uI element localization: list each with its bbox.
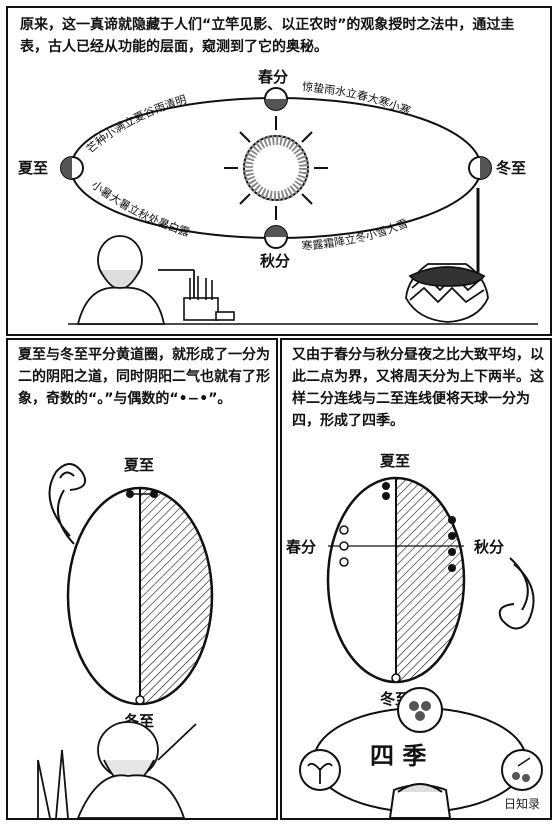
label-summer: 夏至 bbox=[17, 159, 48, 177]
watermark: 日知录 bbox=[503, 797, 540, 811]
sage-sitting-icon bbox=[37, 721, 197, 819]
tube-set-icon bbox=[183, 276, 235, 321]
terms-upper-left: 芒种小满立夏谷雨清明 bbox=[84, 93, 188, 156]
terms-lower-right: 寒露霜降立冬小雪大雪 bbox=[301, 217, 410, 253]
solstice-diagram: 夏至 冬至 bbox=[37, 456, 214, 819]
cloud-swirl-icon bbox=[498, 557, 535, 630]
sage-figure-icon bbox=[76, 235, 195, 325]
cloud-swirl-icon bbox=[48, 463, 86, 545]
four-seasons-title: 四 季 bbox=[370, 742, 426, 770]
sun-rays-icon bbox=[224, 116, 328, 220]
top-panel: 原来，这一真谛就隐藏于人们“立竿见影、以正农时”的观象授时之法中，通过圭表，古人… bbox=[6, 6, 552, 336]
right-label-spring: 春分 bbox=[286, 538, 316, 556]
right-panel: 又由于春分与秋分昼夜之比大致平均，以此二点为界，又将周天分为上下两半。这样二分连… bbox=[280, 338, 552, 820]
sun-dots-icon bbox=[243, 135, 309, 201]
equinox-diagram: 夏至 春分 秋分 冬至 四 季 bbox=[286, 452, 543, 819]
pottery-vase-icon bbox=[405, 263, 489, 323]
even-dot-icon bbox=[126, 490, 134, 498]
terms-lower-left: 小暑大暑立秋处暑白露 bbox=[89, 178, 191, 239]
right-label-summer: 夏至 bbox=[379, 452, 410, 470]
odd-dot-icon bbox=[135, 695, 145, 705]
summer-flower-icon bbox=[397, 687, 443, 733]
left-panel-text: 夏至与冬至平分黄道圈，就形成了一分为二的阴阳之道，同时阴阳二气也就有了形象，奇数… bbox=[18, 347, 270, 407]
winter-grain-sack-icon bbox=[388, 783, 452, 819]
label-winter: 冬至 bbox=[496, 159, 526, 177]
right-panel-text: 又由于春分与秋分昼夜之比大致平均，以此二点为界，又将周天分为上下两半。这样二分连… bbox=[292, 347, 544, 429]
autumn-fruit-icon bbox=[501, 749, 543, 791]
left-label-summer: 夏至 bbox=[123, 456, 154, 474]
label-autumn: 秋分 bbox=[260, 252, 290, 270]
top-panel-text: 原来，这一真谛就隐藏于人们“立竿见影、以正农时”的观象授时之法中，通过圭表，古人… bbox=[20, 17, 515, 55]
left-panel: 夏至与冬至平分黄道圈，就形成了一分为二的阴阳之道，同时阴阳二气也就有了形象，奇数… bbox=[6, 338, 278, 820]
right-label-autumn: 秋分 bbox=[474, 538, 504, 556]
label-spring: 春分 bbox=[258, 68, 288, 86]
ecliptic-diagram: 春分 秋分 夏至 冬至 芒种小满立夏谷雨清明 惊蛰雨水立春大寒小寒 小暑大暑立秋… bbox=[17, 68, 538, 325]
